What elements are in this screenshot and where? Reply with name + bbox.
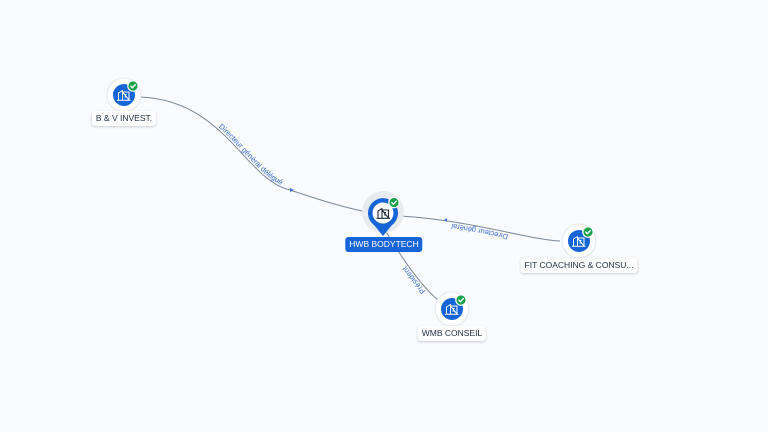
verified-check-icon	[582, 226, 594, 238]
edge-bv[interactable]: Directeur général délégué	[139, 96, 373, 214]
company-node-wmb[interactable]	[434, 291, 470, 327]
arrowhead-icon	[290, 188, 294, 192]
edge-label: Directeur général délégué	[217, 122, 284, 187]
company-label-center[interactable]: HWB BODYTECH	[345, 237, 423, 252]
verified-check-icon	[127, 80, 139, 92]
edge-label: Directeur général	[450, 222, 508, 242]
arrowhead-icon	[444, 218, 447, 222]
building-icon	[117, 90, 131, 101]
edge-label: Président	[400, 264, 428, 296]
company-label-fit[interactable]: FIT COACHING & CONSU...	[520, 258, 638, 273]
company-label-wmb[interactable]: WMB CONSEIL	[417, 326, 487, 341]
edge-fit[interactable]: Directeur général	[399, 215, 561, 242]
building-icon	[572, 236, 586, 247]
building-icon	[376, 207, 390, 219]
verified-check-icon	[455, 294, 467, 306]
verified-check-icon	[388, 196, 400, 209]
company-node-fit[interactable]	[561, 223, 597, 259]
edge-label-text: Président	[400, 264, 428, 296]
company-label-bv[interactable]: B & V INVEST.	[91, 111, 157, 126]
company-node-center[interactable]	[362, 191, 404, 236]
edge-label-text: Directeur général délégué	[217, 122, 284, 187]
company-node-bv[interactable]	[106, 77, 142, 113]
building-icon	[445, 304, 459, 315]
edge-label-text: Directeur général	[450, 222, 508, 242]
edge-line	[139, 96, 373, 214]
